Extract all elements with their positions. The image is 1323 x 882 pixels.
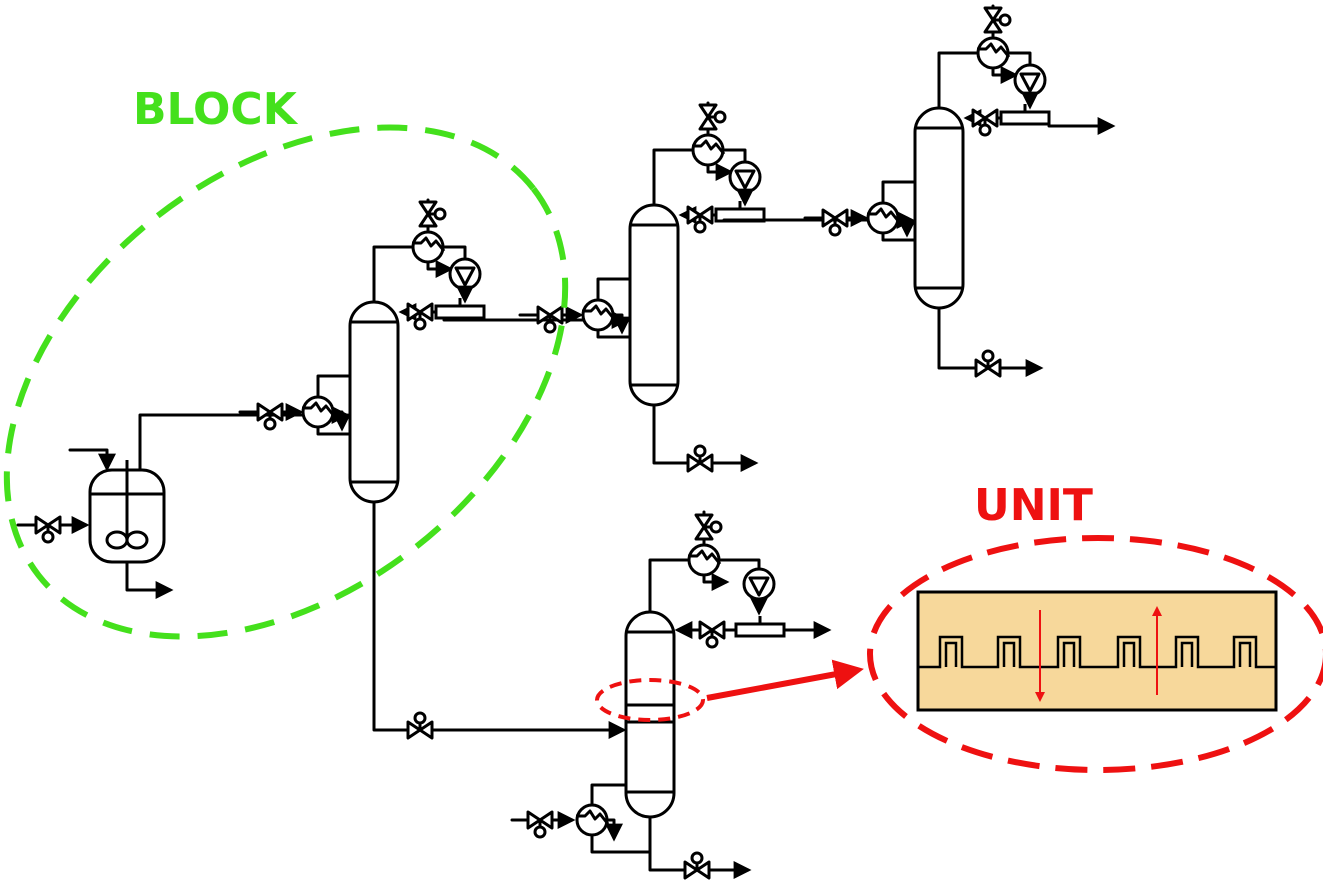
tray-highlight (595, 678, 705, 722)
unit-highlight (867, 535, 1323, 773)
distillation-column-4 (510, 510, 832, 880)
distillation-column-2 (520, 103, 915, 473)
block-label: BLOCK (133, 84, 299, 135)
unit-label: UNIT (974, 480, 1093, 531)
block-highlight (3, 124, 569, 640)
zoom-arrow (706, 659, 864, 701)
bubble-cap-tray (918, 635, 1276, 669)
distillation-column-1 (240, 200, 630, 740)
distillation-column-3 (805, 6, 1116, 378)
reactor-stirred-tank (16, 406, 350, 599)
tray-detail (916, 590, 1278, 712)
